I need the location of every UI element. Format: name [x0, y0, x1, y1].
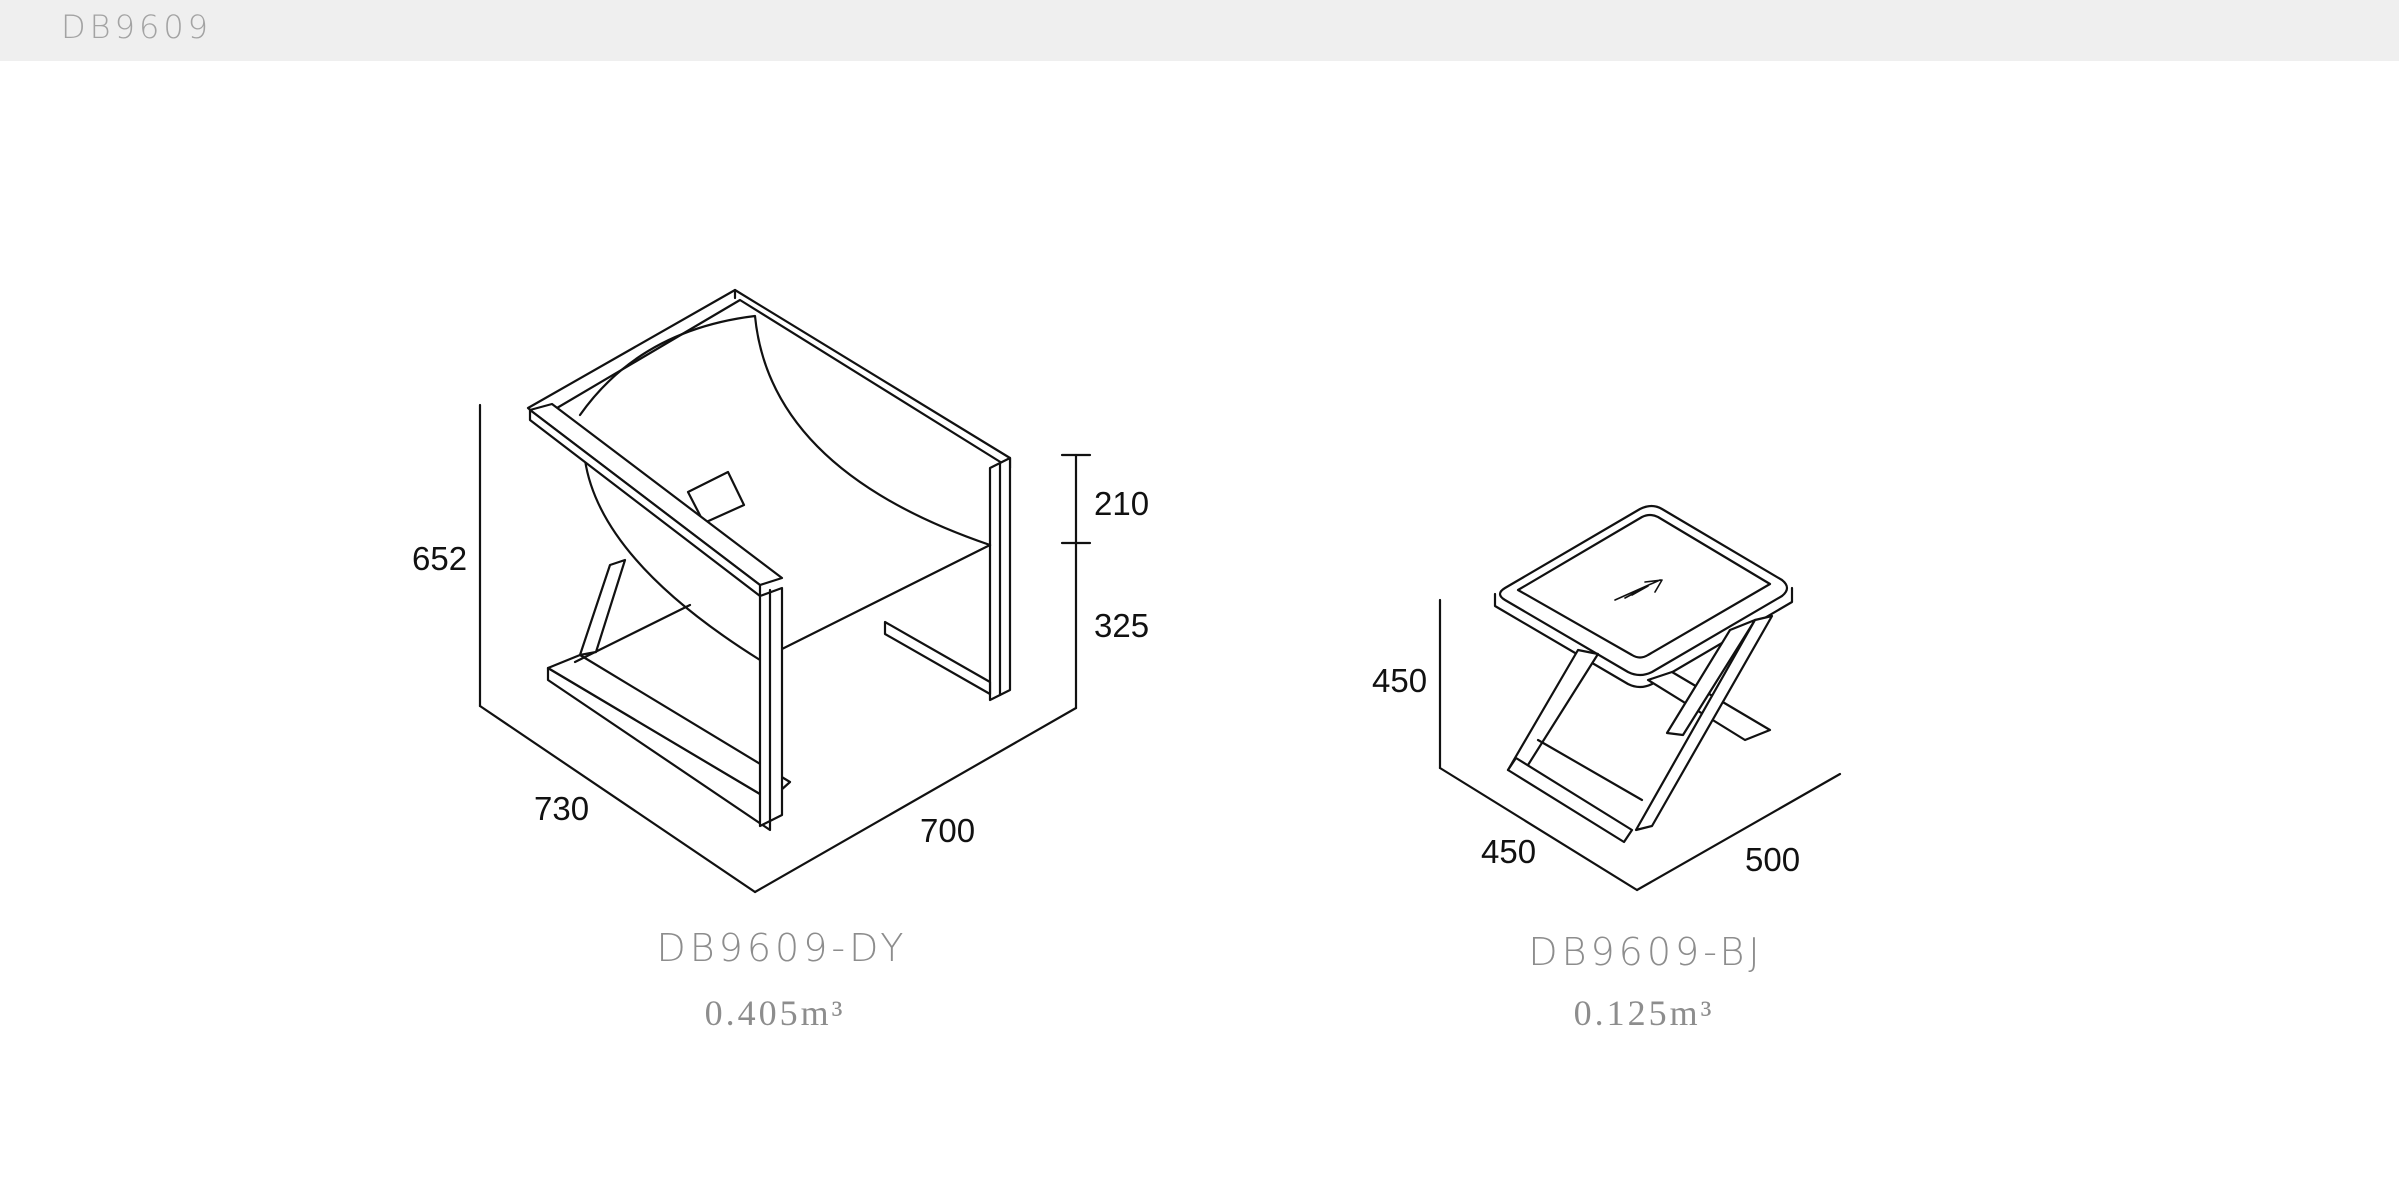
header-bar: DB9609	[0, 0, 2399, 61]
dimension-depth: 450	[1481, 833, 1537, 870]
stool-drawing	[1438, 504, 1842, 892]
dimension-seat-height: 325	[1094, 607, 1150, 644]
product-model: DB9609-BJ	[1528, 930, 1764, 974]
product-volume: 0.405m³	[704, 993, 846, 1033]
dimension-arm-rise: 210	[1094, 485, 1150, 522]
dimension-width: 700	[920, 812, 976, 849]
dimension-width: 500	[1745, 841, 1801, 878]
product-volume: 0.125m³	[1573, 993, 1715, 1033]
page-title: DB9609	[61, 8, 213, 46]
dimension-depth: 730	[534, 790, 590, 827]
dimension-height: 652	[412, 540, 468, 577]
armchair-drawing	[478, 288, 1092, 894]
product-model: DB9609-DY	[656, 926, 908, 970]
dimension-height: 450	[1372, 662, 1428, 699]
